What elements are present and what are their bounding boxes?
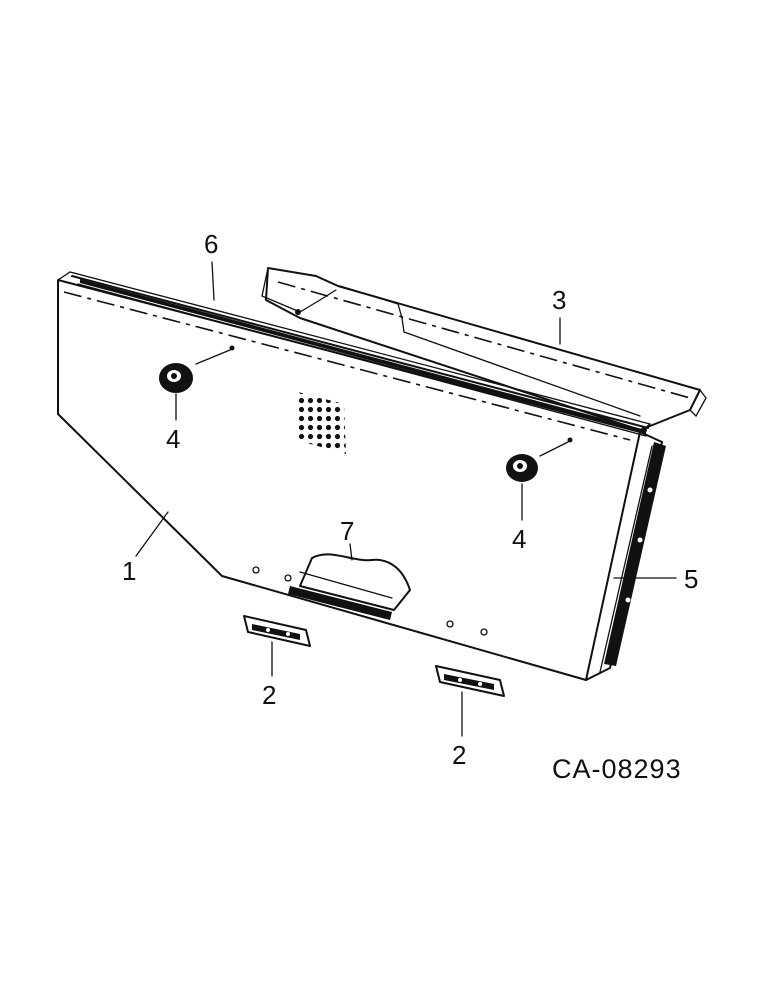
callout-4-right: 4 [512, 524, 526, 554]
callout-3: 3 [552, 285, 566, 315]
side-panel-part-1 [57, 271, 663, 681]
top-seal-part-6 [71, 275, 649, 437]
figure-id: CA-08293 [552, 754, 682, 784]
mesh-grille [296, 392, 346, 454]
callout-1: 1 [122, 556, 136, 586]
panel-holes [252, 566, 488, 636]
hinge-part-2-right [435, 665, 505, 697]
fastener-part-4-right [506, 437, 573, 482]
hinge-part-2-left [243, 615, 311, 647]
callout-2-left: 2 [262, 680, 276, 710]
side-seal-part-5 [604, 442, 666, 666]
handle-part-7 [288, 553, 411, 620]
callout-2-right: 2 [452, 740, 466, 770]
leader-lines [135, 261, 677, 737]
callout-7: 7 [340, 516, 354, 546]
callout-6: 6 [204, 229, 218, 259]
callout-5: 5 [684, 564, 698, 594]
fastener-part-4-left [159, 345, 235, 393]
callout-4-left: 4 [166, 424, 180, 454]
